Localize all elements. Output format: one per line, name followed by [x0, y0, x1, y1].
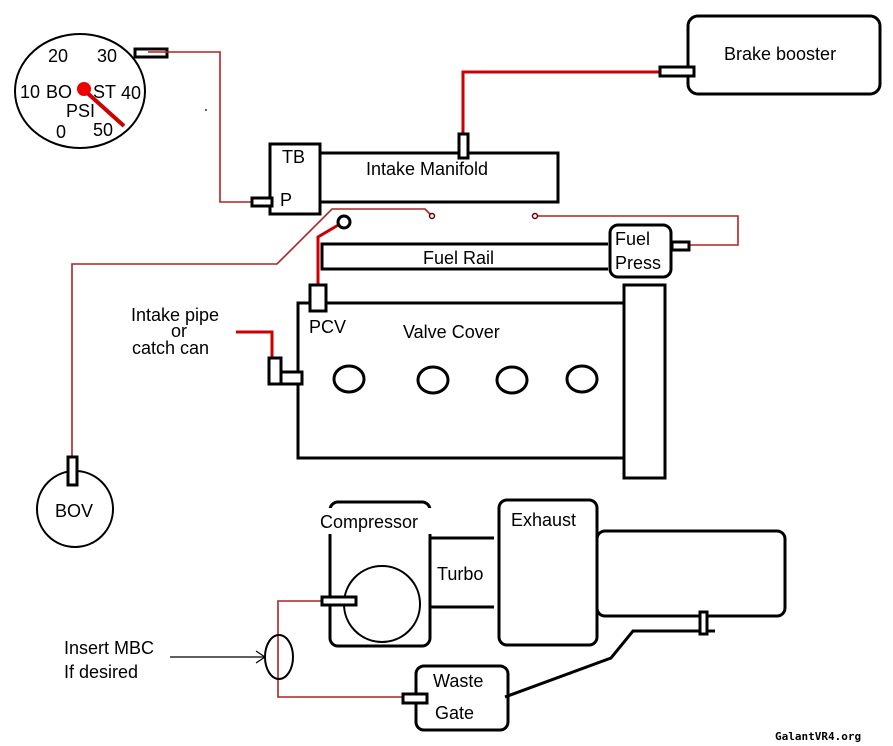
compressor-fitting — [320, 595, 358, 607]
stray-dot — [205, 109, 207, 111]
gauge-tick-50: 50 — [93, 120, 113, 140]
brake-booster-fitting — [658, 65, 696, 78]
bov-port — [428, 212, 436, 220]
gauge-tick-0: 0 — [56, 122, 66, 142]
gauge-needle — [82, 88, 126, 128]
boost-gauge: 20 30 10 40 0 50 BO ST PSI — [14, 33, 169, 149]
gauge-tick-40: 40 — [121, 83, 141, 103]
gauge-unit: PSI — [66, 101, 95, 121]
fuel-press-port — [531, 212, 539, 220]
tb-port-label: P — [280, 190, 292, 210]
wastegate-label-1: Waste — [433, 671, 483, 691]
brake-booster-label: Brake booster — [724, 44, 836, 64]
throttle-body — [268, 142, 322, 216]
intake-pipe-line — [236, 330, 274, 376]
intake-manifold-label: Intake Manifold — [366, 159, 488, 179]
gauge-tick-30: 30 — [97, 46, 117, 66]
fuel-press-label-1: Fuel — [615, 229, 650, 249]
fuel-rail — [320, 242, 608, 271]
spark-plug-hole-4 — [565, 364, 599, 394]
spark-plug-hole-1 — [332, 364, 366, 394]
bov-label: BOV — [55, 501, 93, 521]
mbc-label-2: If desired — [64, 662, 138, 682]
spark-plug-hole-3 — [495, 365, 529, 395]
tb-port-fitting — [250, 196, 274, 208]
timing-cover — [622, 283, 667, 480]
intake-manifold — [320, 151, 560, 204]
fuel-press-vacuum-line — [537, 215, 739, 246]
breather-fitting-vertical — [267, 356, 283, 386]
compressor-label: Compressor — [320, 512, 418, 532]
exhaust-flange — [698, 610, 709, 636]
valve-cover-label: Valve Cover — [403, 322, 500, 342]
manifold-fitting — [457, 132, 470, 160]
spark-plug-hole-2 — [416, 365, 450, 395]
fuel-rail-label: Fuel Rail — [423, 248, 494, 268]
wastegate-exhaust-pipe — [504, 629, 715, 699]
gauge-face — [14, 33, 146, 149]
fuel-press-label-2: Press — [615, 253, 661, 273]
intake-pipe-label-3: catch can — [132, 338, 209, 358]
compressor-label-bg — [318, 508, 436, 534]
pcv-fitting — [308, 283, 328, 313]
bov-fitting — [66, 455, 79, 487]
fuel-press-fitting — [670, 240, 691, 252]
arrowhead-icon — [255, 650, 267, 664]
gauge-fitting — [133, 47, 169, 59]
gauge-word-right: ST — [93, 82, 116, 102]
pcv-label: PCV — [309, 317, 346, 337]
pcv-port — [336, 214, 352, 230]
breather-fitting-horizontal — [279, 370, 304, 386]
gauge-tick-20: 20 — [48, 46, 68, 66]
exhaust-label: Exhaust — [511, 510, 576, 530]
watermark: GalantVR4.org — [775, 730, 861, 743]
mbc-label-1: Insert MBC — [64, 638, 154, 658]
turbo-label: Turbo — [437, 564, 483, 584]
mbc-boost-line — [277, 600, 405, 698]
compressor-housing — [328, 500, 432, 648]
wastegate-label-2: Gate — [435, 703, 474, 723]
gauge-needle-hub — [77, 82, 91, 96]
gauge-to-tb-line — [148, 51, 255, 203]
pcv-line — [316, 222, 341, 296]
intake-pipe-label-1: Intake pipe — [131, 305, 219, 325]
tb-label: TB — [282, 147, 305, 167]
wastegate-fitting — [401, 692, 429, 705]
gauge-word-left: BO — [46, 82, 72, 102]
bov-vacuum-line — [71, 208, 431, 460]
gauge-tick-10: 10 — [20, 82, 40, 102]
manifold-to-brake-line — [461, 70, 662, 140]
exhaust-manifold — [595, 529, 787, 618]
brake-booster — [686, 14, 882, 96]
mbc-placeholder — [264, 634, 294, 680]
intake-pipe-label-2: or — [171, 321, 187, 341]
